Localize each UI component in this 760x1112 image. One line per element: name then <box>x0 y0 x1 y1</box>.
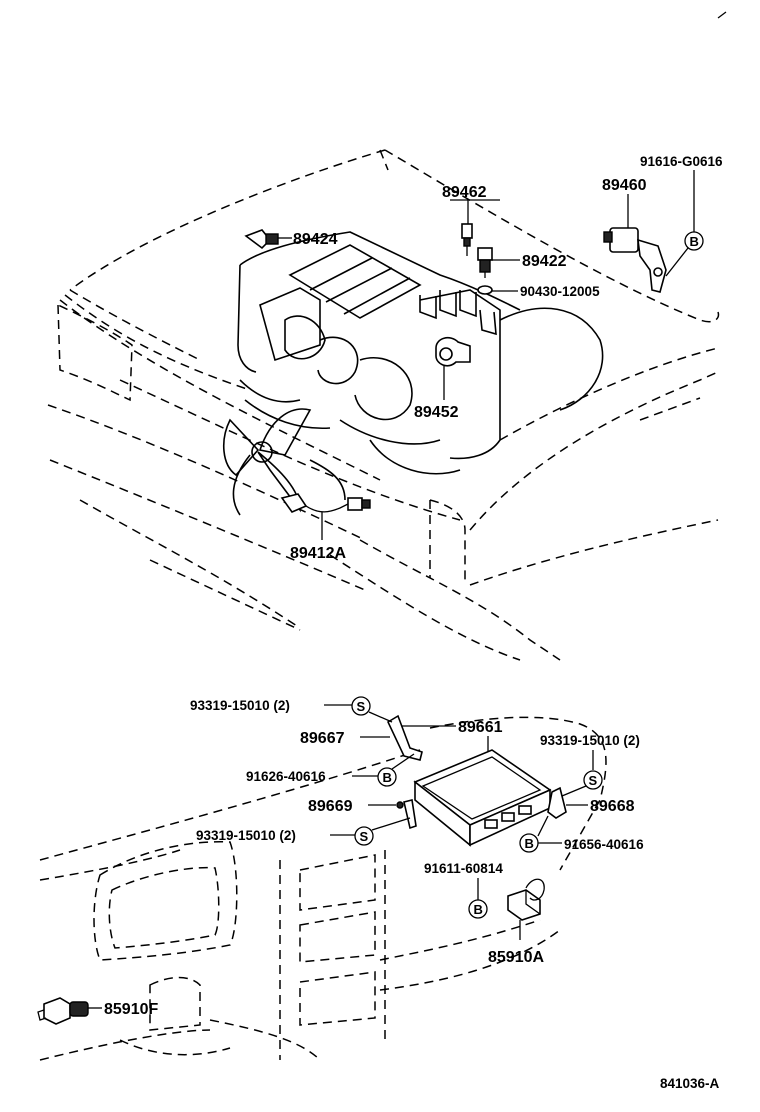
label-89452: 89452 <box>414 404 459 421</box>
marker-b-text: B <box>690 234 699 249</box>
label-93319-15010-mid: 93319-15010 (2) <box>196 828 296 843</box>
bolt-marker-b <box>684 231 704 251</box>
marker-s-text: S <box>360 829 369 844</box>
part-89424-sensor <box>244 229 279 250</box>
label-89462: 89462 <box>442 184 487 201</box>
label-93319-15010-top: 93319-15010 (2) <box>190 698 290 713</box>
screw-marker-s-right <box>583 770 603 790</box>
marker-b-text: B <box>383 770 392 785</box>
label-89422: 89422 <box>522 253 567 270</box>
screw-marker-s-top <box>351 696 371 716</box>
bolt-marker-b-left <box>377 767 397 787</box>
figure-id: 841036-A <box>660 1076 720 1091</box>
label-89424: 89424 <box>293 231 338 248</box>
label-89661: 89661 <box>458 719 503 736</box>
part-89661-ecu <box>413 749 552 847</box>
part-89667-bracket <box>386 714 423 761</box>
label-91611-60814: 91611-60814 <box>424 861 503 876</box>
engine-assembly <box>222 231 604 516</box>
label-91616-g0616: 91616-G0616 <box>640 154 723 169</box>
part-90430-gasket <box>477 285 493 295</box>
bolt-marker-b-lower <box>468 899 488 919</box>
label-85910f: 85910F <box>104 1001 158 1018</box>
marker-s-text: S <box>589 773 598 788</box>
label-89460: 89460 <box>602 177 647 194</box>
part-85910a-relay <box>507 878 545 921</box>
part-85910f-relay <box>37 997 89 1025</box>
part-89452-sensor <box>435 336 471 367</box>
label-91656-40616: 91656-40616 <box>564 837 644 852</box>
marker-s-text: S <box>357 699 366 714</box>
label-90430-12005: 90430-12005 <box>520 284 600 299</box>
part-89462-switch <box>461 223 473 256</box>
corner-mark <box>717 11 727 19</box>
label-91626-40616: 91626-40616 <box>246 769 326 784</box>
label-89669: 89669 <box>308 798 353 815</box>
label-89668: 89668 <box>590 798 635 815</box>
marker-b-text: B <box>525 836 534 851</box>
part-89669-bracket <box>396 799 417 830</box>
screw-marker-s-mid <box>354 826 374 846</box>
label-93319-15010-right: 93319-15010 (2) <box>540 733 640 748</box>
vehicle-hood-outline <box>47 149 720 661</box>
part-89668-bracket <box>547 786 567 819</box>
part-89422-sensor <box>477 247 493 278</box>
label-85910a: 85910A <box>488 949 544 966</box>
part-89460-vsv <box>603 227 667 293</box>
marker-b-text: B <box>474 902 483 917</box>
label-89667: 89667 <box>300 730 345 747</box>
label-89412a: 89412A <box>290 545 346 562</box>
part-89412a-sensor <box>280 493 371 513</box>
